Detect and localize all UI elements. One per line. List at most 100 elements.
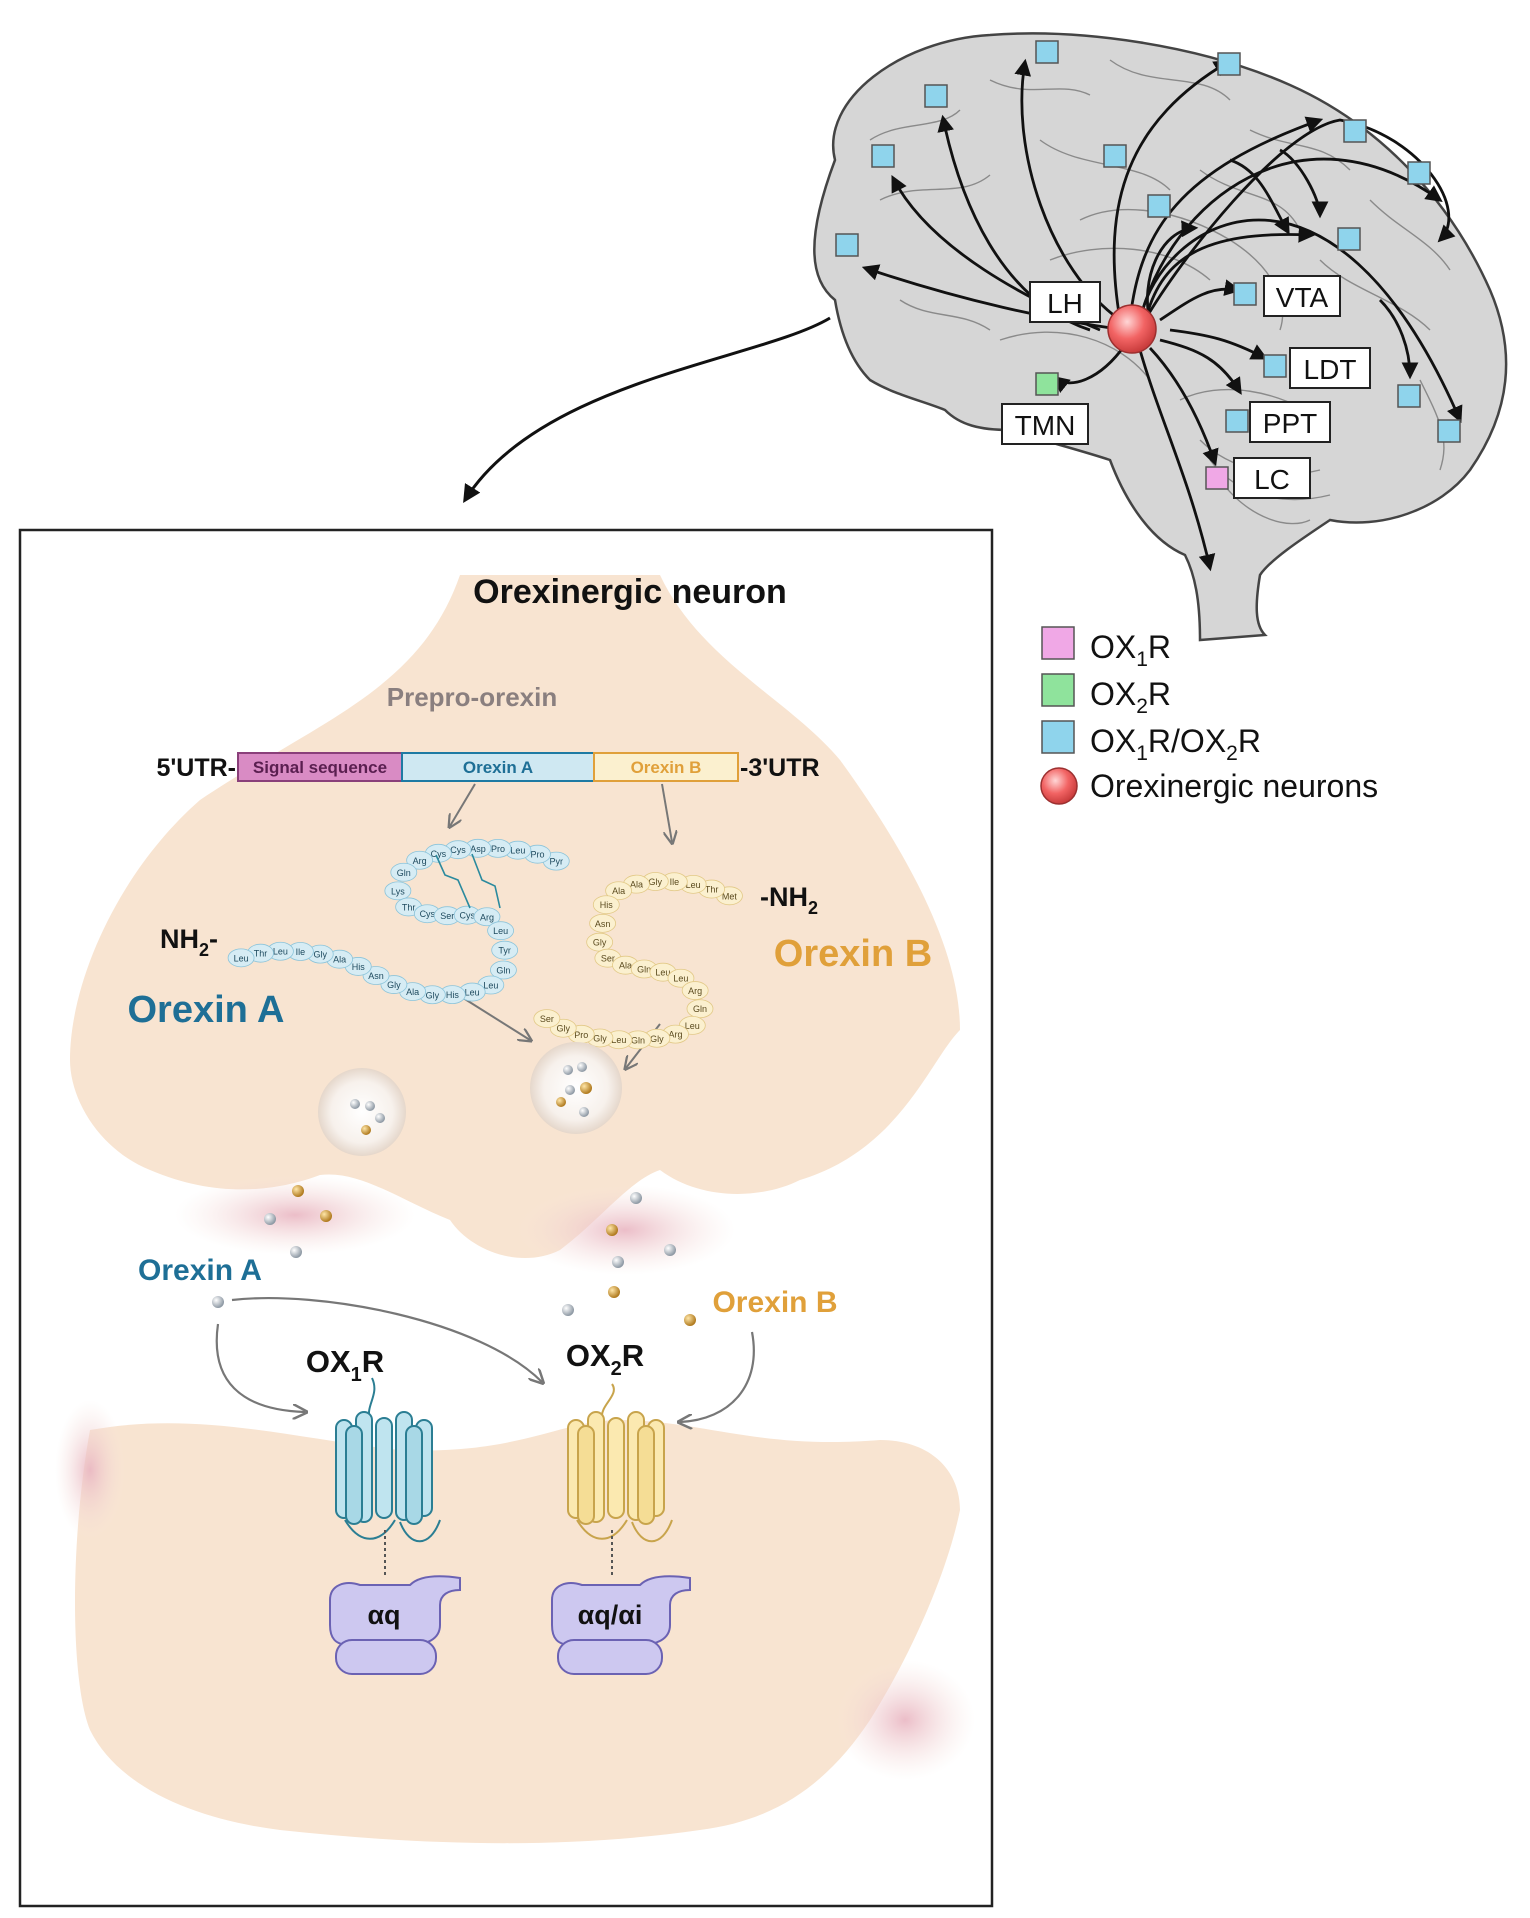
amino-acid-bead xyxy=(592,895,620,915)
released-peptides xyxy=(212,1185,696,1326)
ox2r-receptor xyxy=(567,1383,673,1575)
gene-title: Prepro-orexin xyxy=(387,682,558,712)
region-labels: LH VTA LDT PPT TMN LC xyxy=(1001,275,1371,499)
amino-acid-label: Gln xyxy=(637,965,651,975)
gprotein-1-label: αq xyxy=(367,1600,400,1630)
amino-acid-bead xyxy=(406,850,434,870)
legend: OX1R OX2R OX1R/OX2R Orexinergic neurons xyxy=(1040,626,1378,805)
amino-acid-bead xyxy=(605,881,633,901)
amino-acid-label: Tyr xyxy=(498,946,511,956)
synaptic-glow xyxy=(835,1660,975,1780)
amino-acid-label: Met xyxy=(722,891,738,901)
amino-acid-label: Leu xyxy=(655,968,670,978)
amino-acid-bead xyxy=(384,881,412,901)
amino-acid-label: Asp xyxy=(470,844,486,854)
synaptic-glow xyxy=(175,1175,415,1255)
amino-acid-label: Arg xyxy=(480,912,494,922)
amino-acid-label: Gly xyxy=(387,980,401,990)
lower-orexin-a-label: Orexin A xyxy=(138,1254,262,1287)
region-label-vta: VTA xyxy=(1276,282,1329,313)
marker-blue xyxy=(1337,227,1361,251)
amino-acid-bead xyxy=(533,1009,561,1029)
amino-acid-bead xyxy=(491,940,519,960)
amino-acid-bead xyxy=(487,921,514,941)
amino-acid-label: Leu xyxy=(686,880,701,890)
region-label-lh: LH xyxy=(1047,288,1083,319)
amino-acid-label: Gly xyxy=(426,990,440,1000)
marker-blue xyxy=(1103,144,1127,168)
amino-acid-label: Cys xyxy=(431,849,447,859)
marker-blue xyxy=(1147,194,1171,218)
marker-blue xyxy=(1035,40,1059,64)
amino-acid-label: His xyxy=(446,990,459,1000)
amino-acid-label: Gly xyxy=(313,950,327,960)
receptor2-label: OX2R xyxy=(566,1338,644,1380)
amino-acid-label: Gly xyxy=(556,1024,570,1034)
segment-orexin-b-label: Orexin B xyxy=(631,758,702,777)
legend-label-ox1r: OX1R xyxy=(1090,629,1171,671)
amino-acid-label: Leu xyxy=(510,846,525,856)
utr5-label: 5'UTR- xyxy=(156,754,236,782)
amino-acid-label: Ile xyxy=(670,877,680,887)
synaptic-glow xyxy=(515,1185,735,1275)
amino-acid-label: Leu xyxy=(611,1035,626,1045)
segment-orexin-a-label: Orexin A xyxy=(463,758,533,777)
utr3-label: -3'UTR xyxy=(740,754,820,782)
region-label-lc: LC xyxy=(1254,464,1290,495)
amino-acid-label: Gly xyxy=(593,1033,607,1043)
amino-acid-bead xyxy=(589,913,617,933)
legend-label-neuron: Orexinergic neurons xyxy=(1090,768,1378,804)
amino-acid-label: Arg xyxy=(688,986,702,996)
orexinergic-neuron-hub xyxy=(1107,304,1157,354)
amino-acid-label: Ala xyxy=(333,955,346,965)
legend-swatch-ox2r xyxy=(1041,673,1075,707)
amino-acid-label: Thr xyxy=(402,902,416,912)
amino-acid-label: Cys xyxy=(420,909,436,919)
legend-label-both: OX1R/OX2R xyxy=(1090,723,1261,765)
vesicle xyxy=(318,1068,406,1156)
amino-acid-label: Asn xyxy=(368,971,384,981)
connector-arrow xyxy=(463,316,831,504)
presynaptic-terminal xyxy=(70,575,960,1259)
amino-acid-label: Gln xyxy=(397,868,411,878)
segment-signal-label: Signal sequence xyxy=(253,758,387,777)
receptor1-label: OX1R xyxy=(306,1344,384,1386)
amino-acid-label: Ala xyxy=(630,880,643,890)
brain-diagram: LH VTA LDT PPT TMN LC xyxy=(813,32,1508,642)
marker-blue xyxy=(871,144,895,168)
marker-blue xyxy=(1217,52,1241,76)
amino-acid-label: Cys xyxy=(450,845,466,855)
orexin-a-title: Orexin A xyxy=(128,989,285,1031)
binding-arrows xyxy=(215,1297,755,1422)
nh2-a-label: NH2- xyxy=(160,924,218,960)
amino-acid-label: Leu xyxy=(673,974,688,984)
nh2-b-label: -NH2 xyxy=(760,882,818,918)
amino-acid-bead xyxy=(681,981,709,1000)
amino-acid-label: Leu xyxy=(483,981,498,991)
segment-signal xyxy=(237,752,403,782)
orexin-b-title: Orexin B xyxy=(774,933,932,975)
amino-acid-label: Pro xyxy=(491,844,505,854)
marker-pink xyxy=(1205,466,1229,490)
amino-acid-label: Ser xyxy=(440,911,454,921)
amino-acid-label: His xyxy=(352,962,365,972)
marker-blue xyxy=(1233,282,1257,306)
amino-acid-label: Gly xyxy=(650,1034,664,1044)
amino-acid-bead xyxy=(490,960,517,980)
amino-acid-label: Leu xyxy=(685,1021,700,1031)
marker-blue xyxy=(1343,119,1367,143)
disulfide-bridge xyxy=(471,853,501,909)
region-label-ldt: LDT xyxy=(1304,354,1357,385)
marker-green xyxy=(1035,372,1059,396)
amino-acid-label: Leu xyxy=(465,988,480,998)
gprotein-2: αq/αi xyxy=(551,1575,691,1675)
amino-acid-label: Pro xyxy=(574,1030,588,1040)
legend-swatch-neuron xyxy=(1040,767,1078,805)
amino-acid-label: Cys xyxy=(459,911,475,921)
marker-blue xyxy=(1225,409,1249,433)
amino-acid-label: Ser xyxy=(601,954,615,964)
amino-acid-label: Ser xyxy=(540,1014,554,1024)
region-label-ppt: PPT xyxy=(1263,408,1317,439)
